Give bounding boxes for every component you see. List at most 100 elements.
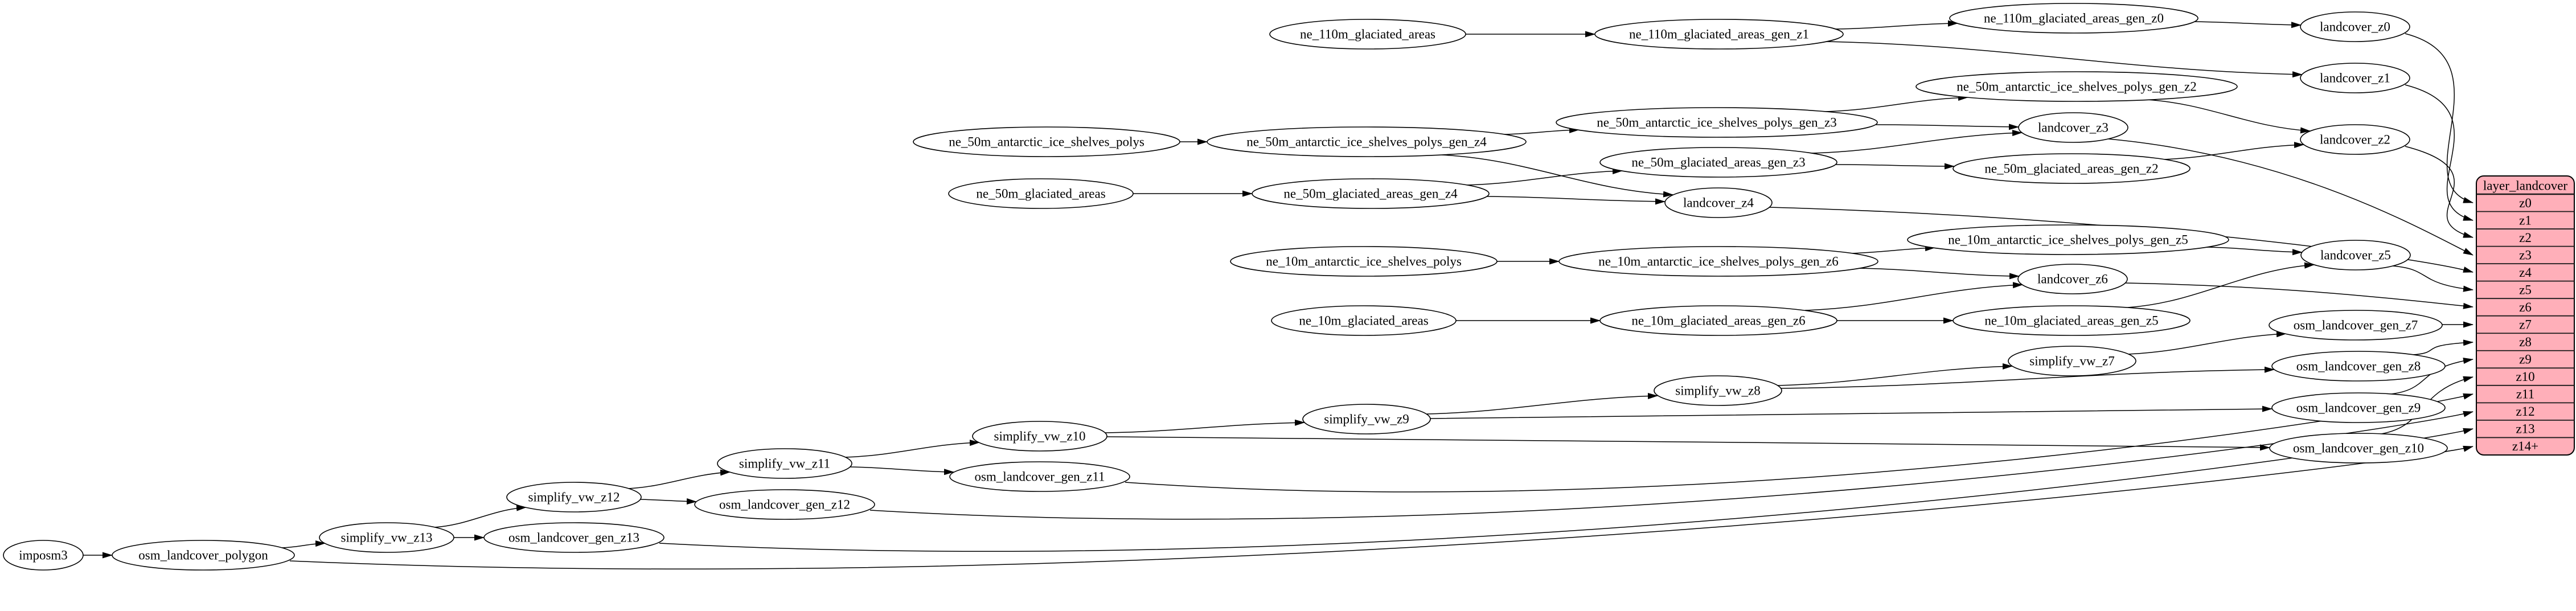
table-row-z11: z11 <box>2516 387 2534 401</box>
node-label-ne_50m_glaciated_areas: ne_50m_glaciated_areas <box>976 187 1105 201</box>
node-label-ne_50m_glaciated_areas_gen_z2: ne_50m_glaciated_areas_gen_z2 <box>1984 162 2158 176</box>
node-ellipse-ne_10m_antarctic_ice_shelves_polys_gen_z6 <box>1558 246 1878 277</box>
table-row-z1: z1 <box>2519 213 2532 227</box>
node-ellipse-ne_50m_antarctic_ice_shelves_polys <box>913 126 1180 157</box>
node-ellipse-landcover_z3 <box>2018 112 2128 143</box>
table-title: layer_landcover <box>2483 179 2567 193</box>
node-ellipse-osm_landcover_gen_z10 <box>2269 433 2448 464</box>
node-ellipse-landcover_z5 <box>2300 240 2411 270</box>
node-ellipse-imposm3 <box>3 540 84 571</box>
node-ellipse-ne_110m_glaciated_areas <box>1269 19 1466 50</box>
edge-landcover_z3-to-layer_landcover-z3 <box>2108 138 2474 256</box>
node-label-ne_10m_glaciated_areas_gen_z5: ne_10m_glaciated_areas_gen_z5 <box>1984 314 2158 328</box>
edge-ne_50m_glaciated_areas_gen_z2-to-landcover_z2 <box>2163 142 2304 160</box>
node-label-ne_10m_glaciated_areas: ne_10m_glaciated_areas <box>1299 314 1428 328</box>
node-label-landcover_z6: landcover_z6 <box>2037 272 2108 286</box>
table-row-z9: z9 <box>2519 352 2532 367</box>
edge-landcover_z4-to-layer_landcover-z4 <box>1769 207 2474 273</box>
edge-simplify_vw_z9-to-simplify_vw_z8 <box>1426 392 1658 415</box>
table-row-z12: z12 <box>2516 404 2534 419</box>
node-ellipse-osm_landcover_gen_z9 <box>2271 392 2446 423</box>
node-ellipse-simplify_vw_z8 <box>1654 375 1782 406</box>
edge-ne_50m_glaciated_areas_gen_z3-to-ne_50m_glaciated_areas_gen_z2 <box>1835 163 1955 170</box>
table-row-z5: z5 <box>2519 282 2532 297</box>
edge-ne_10m_antarctic_ice_shelves_polys_gen_z6-to-ne_10m_antarctic_ice_shelves_polys_gen_z5 <box>1851 245 1935 254</box>
edge-ne_110m_glaciated_areas_gen_z1-to-landcover_z1 <box>1826 41 2303 78</box>
node-label-ne_50m_antarctic_ice_shelves_polys_gen_z2: ne_50m_antarctic_ice_shelves_polys_gen_z… <box>1956 80 2197 94</box>
edge-simplify_vw_z12-to-simplify_vw_z11 <box>628 469 731 489</box>
table-row-z10: z10 <box>2516 370 2534 384</box>
edge-landcover_z6-to-layer_landcover-z6 <box>2125 282 2474 309</box>
node-label-osm_landcover_gen_z9: osm_landcover_gen_z9 <box>2296 401 2421 415</box>
edge-landcover_z5-to-layer_landcover-z5 <box>2392 265 2474 292</box>
node-label-landcover_z5: landcover_z5 <box>2320 248 2391 263</box>
edge-simplify_vw_z8-to-simplify_vw_z7 <box>1777 363 2013 386</box>
node-ellipse-landcover_z1 <box>2300 63 2410 93</box>
node-ellipse-simplify_vw_z7 <box>2008 346 2136 376</box>
node-label-landcover_z0: landcover_z0 <box>2320 20 2390 34</box>
node-label-simplify_vw_z8: simplify_vw_z8 <box>1675 384 1761 398</box>
node-label-simplify_vw_z7: simplify_vw_z7 <box>2029 354 2115 368</box>
node-label-landcover_z1: landcover_z1 <box>2320 71 2390 85</box>
node-label-osm_landcover_gen_z10: osm_landcover_gen_z10 <box>2293 441 2424 456</box>
node-ellipse-osm_landcover_gen_z7 <box>2269 310 2443 341</box>
node-ellipse-simplify_vw_z12 <box>506 482 642 512</box>
node-label-ne_50m_glaciated_areas_gen_z3: ne_50m_glaciated_areas_gen_z3 <box>1631 155 1805 170</box>
edge-landcover_z0-to-layer_landcover-z0 <box>2405 33 2474 203</box>
node-label-osm_landcover_gen_z8: osm_landcover_gen_z8 <box>2296 359 2421 374</box>
edge-osm_landcover_gen_z8-to-layer_landcover-z8 <box>2413 339 2474 355</box>
node-ellipse-landcover_z6 <box>2017 264 2128 294</box>
table-row-z3: z3 <box>2519 248 2532 262</box>
table-row-z0: z0 <box>2519 196 2532 210</box>
table-row-z2: z2 <box>2519 231 2532 245</box>
node-ellipse-ne_50m_glaciated_areas_gen_z2 <box>1952 153 2191 184</box>
node-ellipse-osm_landcover_gen_z12 <box>694 489 875 520</box>
node-label-osm_landcover_gen_z7: osm_landcover_gen_z7 <box>2294 318 2418 333</box>
node-label-osm_landcover_gen_z12: osm_landcover_gen_z12 <box>719 498 850 512</box>
node-label-ne_10m_glaciated_areas_gen_z6: ne_10m_glaciated_areas_gen_z6 <box>1631 314 1805 328</box>
node-ellipse-ne_10m_glaciated_areas_gen_z5 <box>1952 305 2191 336</box>
node-ellipse-simplify_vw_z11 <box>717 448 852 479</box>
node-label-landcover_z3: landcover_z3 <box>2038 121 2109 135</box>
node-label-simplify_vw_z10: simplify_vw_z10 <box>994 429 1086 444</box>
node-label-ne_50m_antarctic_ice_shelves_polys: ne_50m_antarctic_ice_shelves_polys <box>949 135 1145 149</box>
node-ellipse-osm_landcover_gen_z11 <box>949 461 1130 492</box>
node-label-ne_10m_antarctic_ice_shelves_polys_gen_z5: ne_10m_antarctic_ice_shelves_polys_gen_z… <box>1948 233 2188 247</box>
edge-ne_110m_glaciated_areas_gen_z0-to-landcover_z0 <box>2193 21 2302 28</box>
node-ellipse-ne_50m_antarctic_ice_shelves_polys_gen_z4 <box>1207 126 1527 157</box>
node-label-ne_110m_glaciated_areas_gen_z1: ne_110m_glaciated_areas_gen_z1 <box>1629 27 1809 42</box>
node-label-osm_landcover_gen_z11: osm_landcover_gen_z11 <box>974 470 1105 484</box>
node-ellipse-landcover_z4 <box>1664 187 1773 218</box>
node-ellipse-osm_landcover_gen_z13 <box>483 522 664 553</box>
table-row-z13: z13 <box>2516 422 2534 436</box>
node-label-osm_landcover_polygon: osm_landcover_polygon <box>138 548 268 563</box>
edge-simplify_vw_z12-to-osm_landcover_gen_z12 <box>640 498 697 505</box>
node-ellipse-ne_10m_antarctic_ice_shelves_polys <box>1230 246 1498 277</box>
edge-simplify_vw_z10-to-osm_landcover_gen_z10 <box>1106 436 2270 451</box>
node-label-ne_110m_glaciated_areas_gen_z0: ne_110m_glaciated_areas_gen_z0 <box>1984 11 2164 26</box>
node-label-simplify_vw_z13: simplify_vw_z13 <box>341 531 433 545</box>
node-label-osm_landcover_gen_z13: osm_landcover_gen_z13 <box>508 531 639 545</box>
edge-simplify_vw_z9-to-osm_landcover_gen_z9 <box>1430 405 2273 419</box>
edge-simplify_vw_z11-to-simplify_vw_z10 <box>844 440 980 458</box>
edge-ne_110m_glaciated_areas_gen_z1-to-ne_110m_glaciated_areas_gen_z0 <box>1835 20 1958 30</box>
node-ellipse-simplify_vw_z9 <box>1302 404 1431 434</box>
node-ellipse-osm_landcover_polygon <box>112 540 295 571</box>
edge-ne_50m_antarctic_ice_shelves_polys_gen_z3-to-ne_50m_antarctic_ice_shelves_polys_gen_z2 <box>1825 95 1968 112</box>
edge-simplify_vw_z13-to-simplify_vw_z12 <box>434 505 527 528</box>
edge-osm_landcover_polygon-to-simplify_vw_z13 <box>281 540 326 548</box>
edge-simplify_vw_z8-to-osm_landcover_gen_z8 <box>1781 366 2275 389</box>
node-ellipse-ne_10m_glaciated_areas <box>1271 305 1457 336</box>
node-ellipse-ne_110m_glaciated_areas_gen_z0 <box>1949 3 2198 34</box>
node-label-imposm3: imposm3 <box>19 548 68 563</box>
node-ellipse-ne_50m_antarctic_ice_shelves_polys_gen_z3 <box>1556 107 1878 138</box>
table-row-z4: z4 <box>2519 265 2532 280</box>
node-ellipse-ne_110m_glaciated_areas_gen_z1 <box>1594 19 1844 50</box>
edge-ne_10m_antarctic_ice_shelves_polys_gen_z6-to-landcover_z6 <box>1859 268 2020 280</box>
edge-ne_50m_antarctic_ice_shelves_polys_gen_z4-to-ne_50m_antarctic_ice_shelves_polys_gen_z3 <box>1503 126 1580 135</box>
edge-osm_landcover_gen_z9-to-layer_landcover-z9 <box>2390 358 2474 395</box>
edge-osm_landcover_gen_z12-to-layer_landcover-z12 <box>869 411 2474 520</box>
node-label-landcover_z2: landcover_z2 <box>2320 133 2390 147</box>
